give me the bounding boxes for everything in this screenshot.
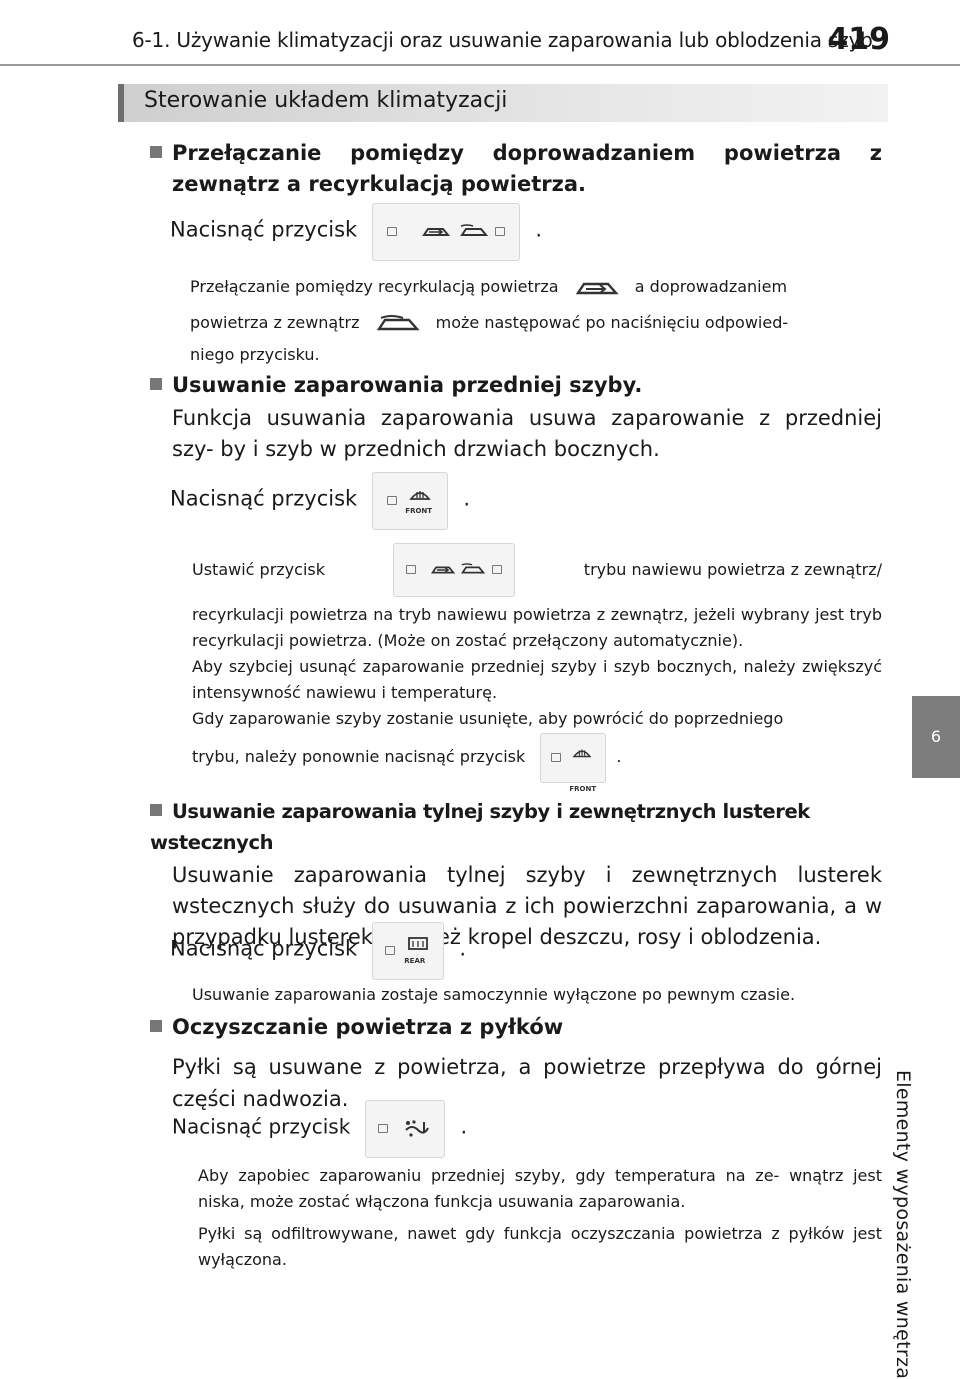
front-defrost-button[interactable]: FRONT — [372, 472, 449, 530]
section-header: Sterowanie układem klimatyzacji — [118, 84, 888, 122]
pollen-filter-icon — [405, 1120, 430, 1137]
rear-press: Nacisnąć przycisk REAR . — [170, 922, 902, 980]
recirculation-icon — [431, 566, 456, 574]
pollen-press: Nacisnąć przycisk . — [172, 1100, 904, 1158]
fresh-air-icon — [460, 224, 489, 236]
rear-note: Usuwanie zaparowania zostaje samoczynnie… — [192, 985, 796, 1004]
air-intake-button[interactable] — [393, 543, 516, 597]
front-notes: Ustawić przycisk trybu nawiewu powietrza… — [192, 542, 882, 793]
front-defrost-icon — [409, 491, 432, 500]
recirc-note: Przełączanie pomiędzy recyrkulacją powie… — [190, 277, 789, 364]
bullet-square — [150, 1020, 162, 1032]
rear-heading: Usuwanie zaparowania tylnej szyby i zewn… — [150, 800, 810, 854]
bullet-square — [150, 378, 162, 390]
page-number: 419 — [827, 22, 890, 57]
front-section: Usuwanie zaparowania przedniej szyby. Fu… — [150, 370, 882, 465]
header-rule — [0, 64, 960, 66]
bullet-square — [150, 804, 162, 816]
recirc-heading: Przełączanie pomiędzy doprowadzaniem pow… — [172, 141, 882, 196]
pollen-heading: Oczyszczanie powietrza z pyłków — [172, 1015, 564, 1039]
header-title: 6-1. Używanie klimatyzacji oraz usuwanie… — [132, 28, 873, 52]
pollen-button[interactable] — [365, 1100, 446, 1158]
front-body: Funkcja usuwania zaparowania usuwa zapar… — [172, 406, 882, 461]
rear-defrost-icon — [408, 937, 429, 950]
rear-body: Usuwanie zaparowania tylnej szyby i zewn… — [172, 863, 882, 949]
front-defrost-icon — [572, 749, 592, 757]
recirc-section: Przełączanie pomiędzy doprowadzaniem pow… — [150, 138, 882, 200]
bullet-square — [150, 146, 162, 158]
pollen-body: Pyłki są usuwane z powietrza, a powietrz… — [172, 1055, 882, 1111]
recirculation-icon — [422, 228, 451, 236]
front-press: Nacisnąć przycisk FRONT . — [170, 472, 902, 530]
press-text: Nacisnąć przycisk — [170, 217, 358, 242]
rear-section: Usuwanie zaparowania tylnej szyby i zewn… — [150, 796, 882, 953]
pollen-section: Oczyszczanie powietrza z pyłków Pyłki są… — [150, 1012, 882, 1115]
section-title: Sterowanie układem klimatyzacji — [144, 88, 508, 113]
front-defrost-button[interactable]: FRONT — [540, 732, 607, 793]
pollen-notes: Aby zapobiec zaparowaniu przedniej szyby… — [198, 1166, 882, 1269]
front-heading: Usuwanie zaparowania przedniej szyby. — [172, 373, 643, 397]
fresh-air-icon — [376, 314, 420, 330]
recirculation-icon — [575, 282, 619, 294]
recirc-press: Nacisnąć przycisk . — [170, 203, 902, 261]
chapter-tab: 6 — [912, 696, 960, 778]
chapter-number: 6 — [930, 727, 942, 746]
fresh-air-icon — [461, 563, 486, 574]
air-intake-button[interactable] — [372, 203, 521, 261]
rear-defrost-button[interactable]: REAR — [372, 922, 445, 980]
